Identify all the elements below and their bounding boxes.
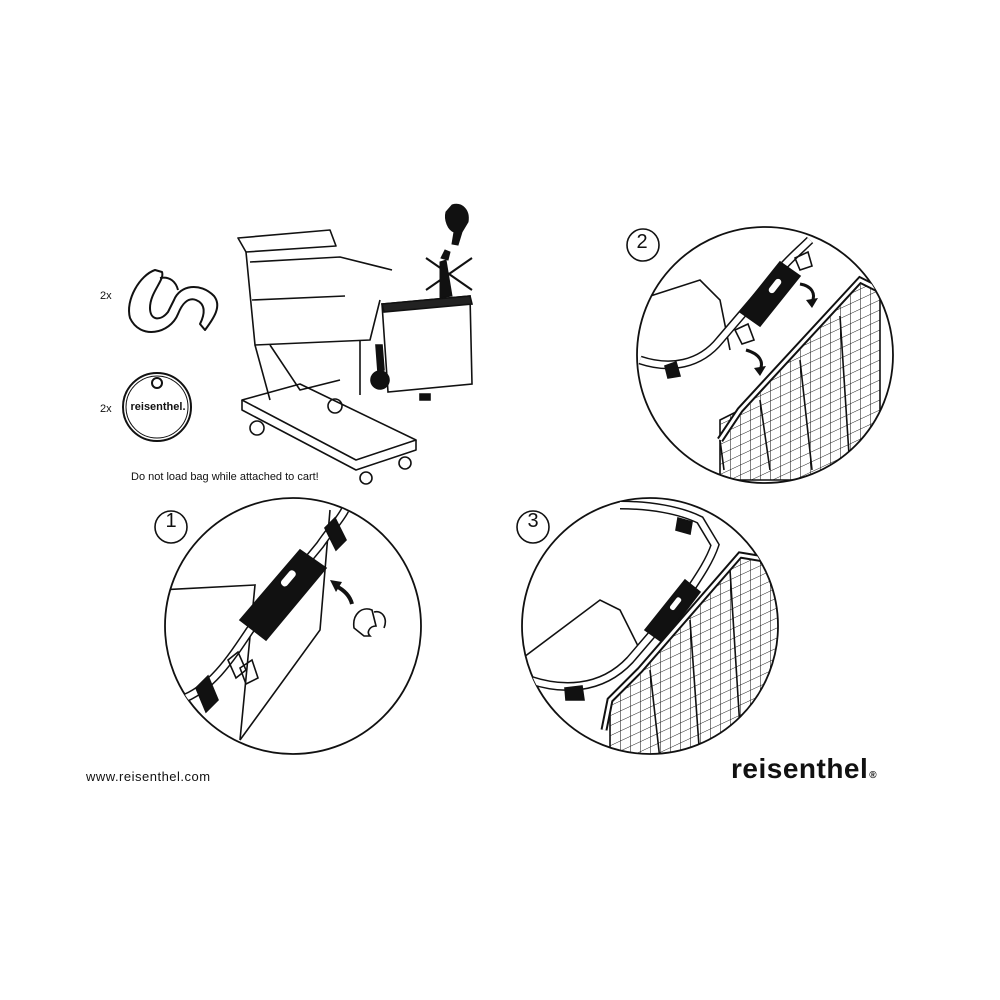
bag-icon bbox=[370, 293, 474, 401]
step-number-3: 3 bbox=[527, 510, 539, 532]
clip-icon bbox=[128, 269, 219, 333]
hand-pointer-icon bbox=[445, 203, 469, 246]
chip-brand-label: reisenthel. bbox=[130, 401, 186, 413]
step-number-1: 1 bbox=[165, 510, 177, 532]
step1-illustration bbox=[154, 497, 422, 755]
shopping-cart-icon bbox=[237, 229, 417, 485]
warning-text: Do not load bag while attached to cart! bbox=[131, 471, 319, 483]
chip-count-label: 2x bbox=[100, 403, 112, 415]
no-load-icon bbox=[425, 249, 473, 299]
website-link[interactable]: www.reisenthel.com bbox=[86, 769, 211, 784]
step3-illustration bbox=[516, 497, 779, 755]
registered-mark: ® bbox=[869, 770, 878, 781]
step2-illustration bbox=[626, 226, 894, 484]
brand-logo: reisenthel® bbox=[731, 753, 877, 785]
chip-icon bbox=[122, 372, 192, 442]
step-number-2: 2 bbox=[636, 231, 648, 253]
brand-name: reisenthel bbox=[731, 753, 869, 784]
clip-count-label: 2x bbox=[100, 290, 112, 302]
